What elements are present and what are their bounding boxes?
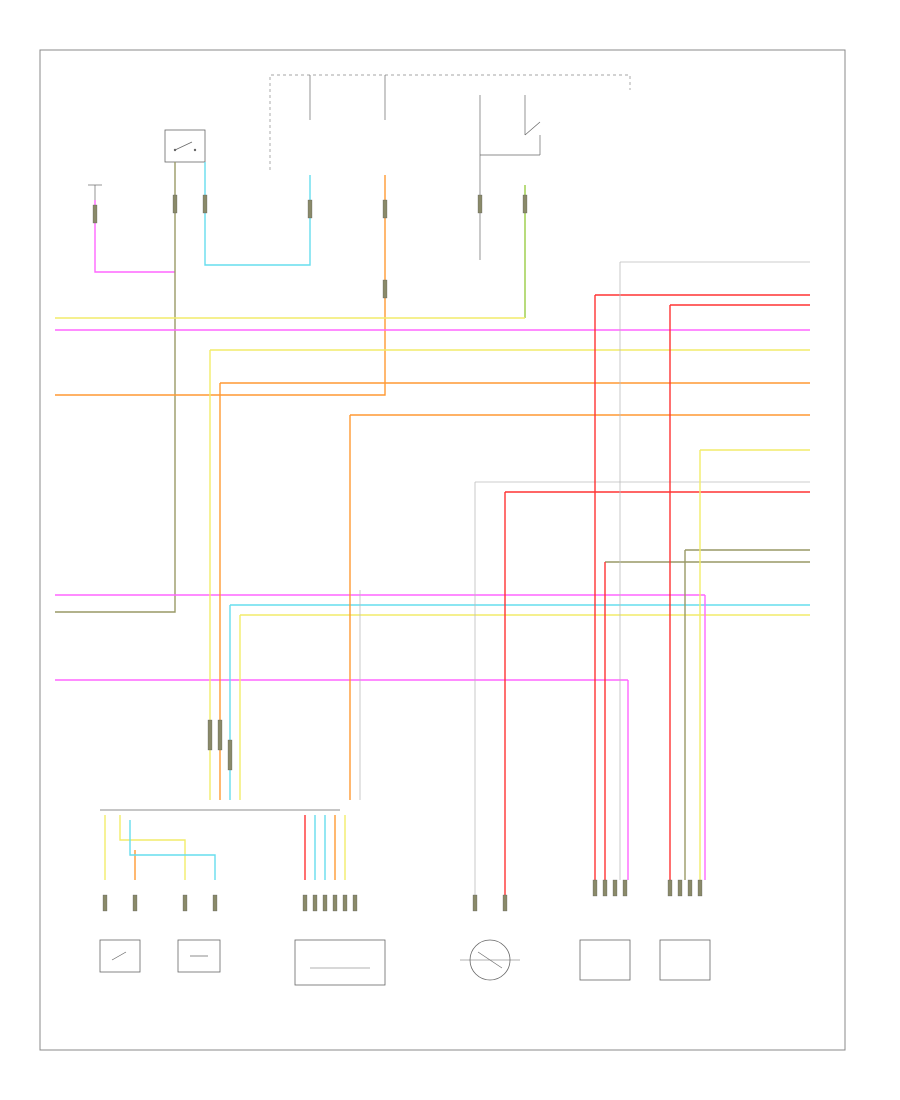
brake-pedal-switch [164,129,206,163]
transfer-case-module-component [294,939,386,986]
front-hub-lock-component [579,939,631,981]
speed-sensor-component [460,939,520,981]
gear-sensor-component [99,939,141,973]
ground-symbol [88,184,102,200]
transfer-case-shift-motor-component [177,939,221,973]
diagram-frame [39,49,846,1051]
rear-hub-lock-component [659,939,711,981]
wires [55,162,810,900]
connector-stubs [92,194,703,912]
neutral-switch [479,95,541,260]
power-distribution [269,74,631,170]
